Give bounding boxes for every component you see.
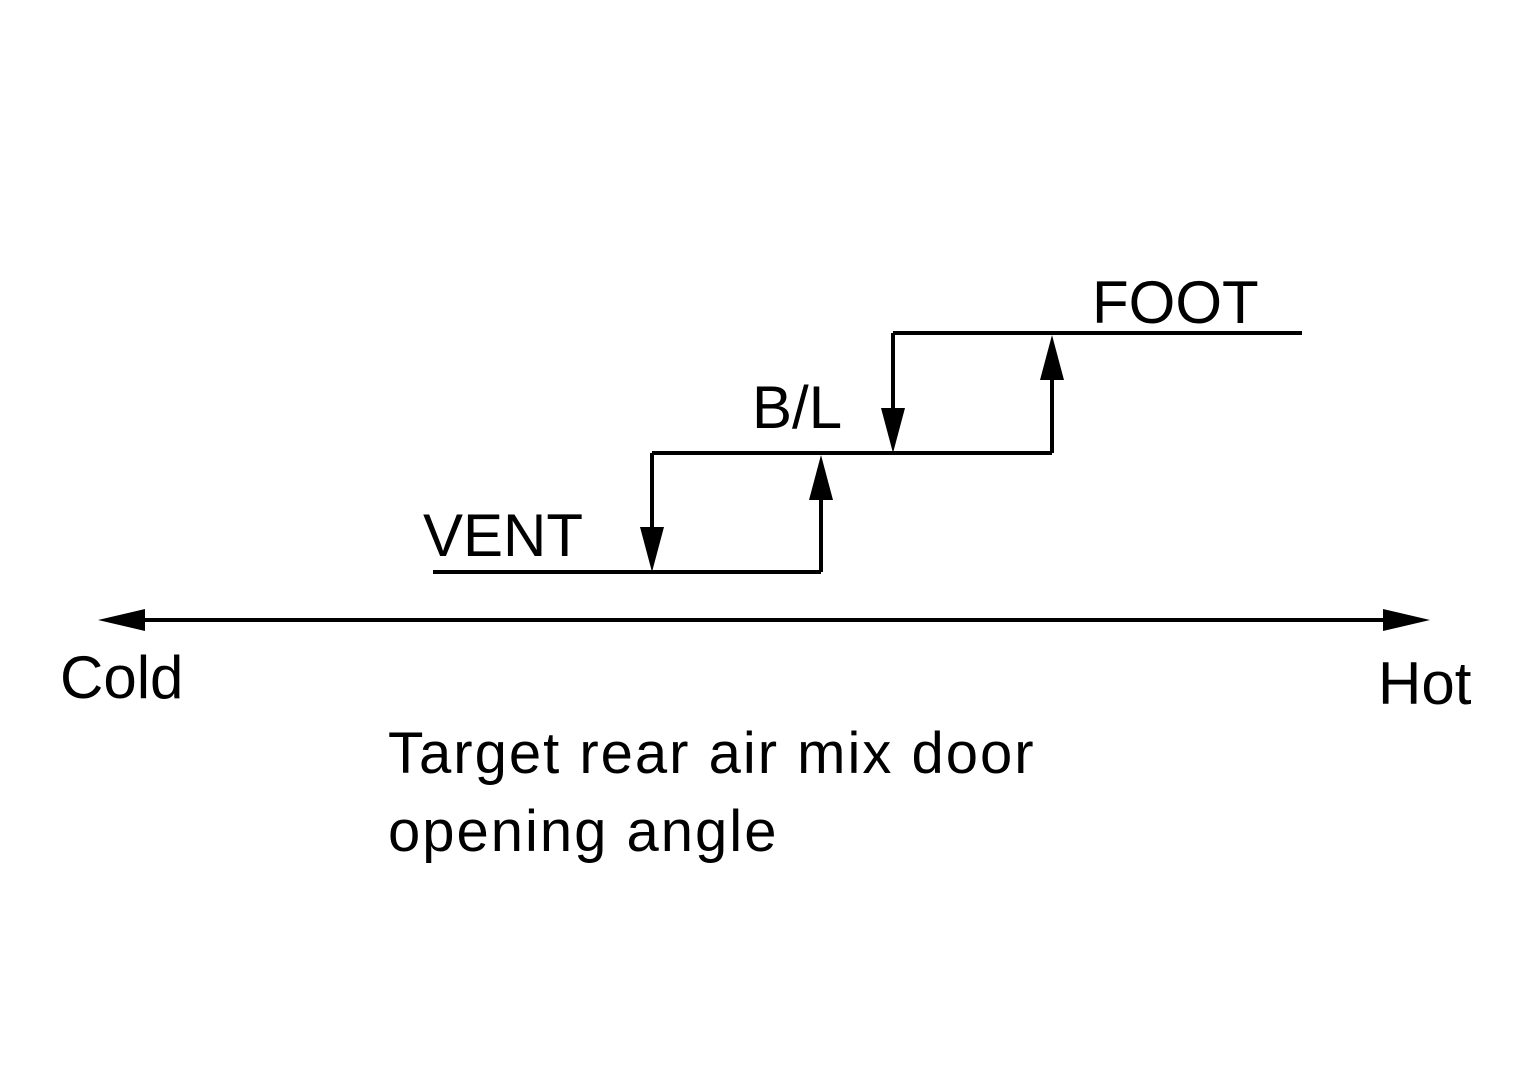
axis-arrowhead-left (98, 609, 145, 631)
caption-line-1: Target rear air mix door (388, 721, 1036, 786)
transition-arrowheads (640, 335, 1064, 572)
hot-label: Hot (1378, 650, 1472, 717)
bl-label: B/L (752, 374, 842, 441)
cold-label: Cold (60, 644, 183, 711)
mode-step-curve (433, 331, 1302, 574)
arrow-up-to-foot (1040, 335, 1064, 380)
arrow-down-to-vent (640, 527, 664, 572)
temperature-axis (98, 609, 1430, 631)
foot-label: FOOT (1092, 269, 1259, 336)
caption-line-2: opening angle (388, 799, 778, 864)
arrow-up-to-bl (809, 455, 833, 500)
vent-label: VENT (423, 502, 583, 569)
arrow-down-to-bl (881, 408, 905, 453)
axis-arrowhead-right (1383, 609, 1430, 631)
